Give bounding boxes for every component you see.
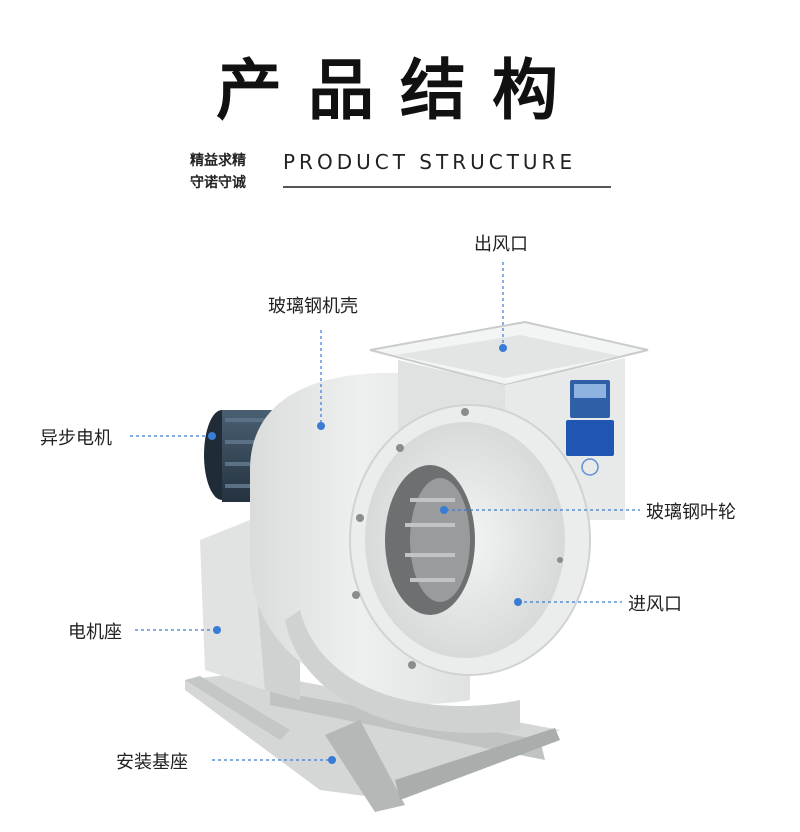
label-motor: 异步电机 [40, 428, 112, 449]
brand-motto: 精益求精 守诺守诚 [190, 150, 246, 194]
mounting-base-shape [185, 672, 560, 812]
subtitle-divider [283, 186, 611, 188]
label-base: 安装基座 [116, 752, 188, 773]
label-housing: 玻璃钢机壳 [268, 296, 358, 317]
page-title: 产品结构 [216, 52, 584, 129]
motto-line-1: 精益求精 [190, 153, 246, 169]
inlet-shape [349, 404, 591, 676]
label-motor-mount: 电机座 [68, 622, 122, 643]
motto-line-2: 守诺守诚 [190, 175, 246, 191]
callout-dots [208, 344, 522, 764]
label-impeller: 玻璃钢叶轮 [646, 502, 736, 523]
label-inlet: 进风口 [628, 594, 682, 615]
label-outlet: 出风口 [474, 234, 528, 255]
page-subtitle: PRODUCT STRUCTURE [283, 150, 577, 174]
callout-lines [130, 262, 640, 761]
